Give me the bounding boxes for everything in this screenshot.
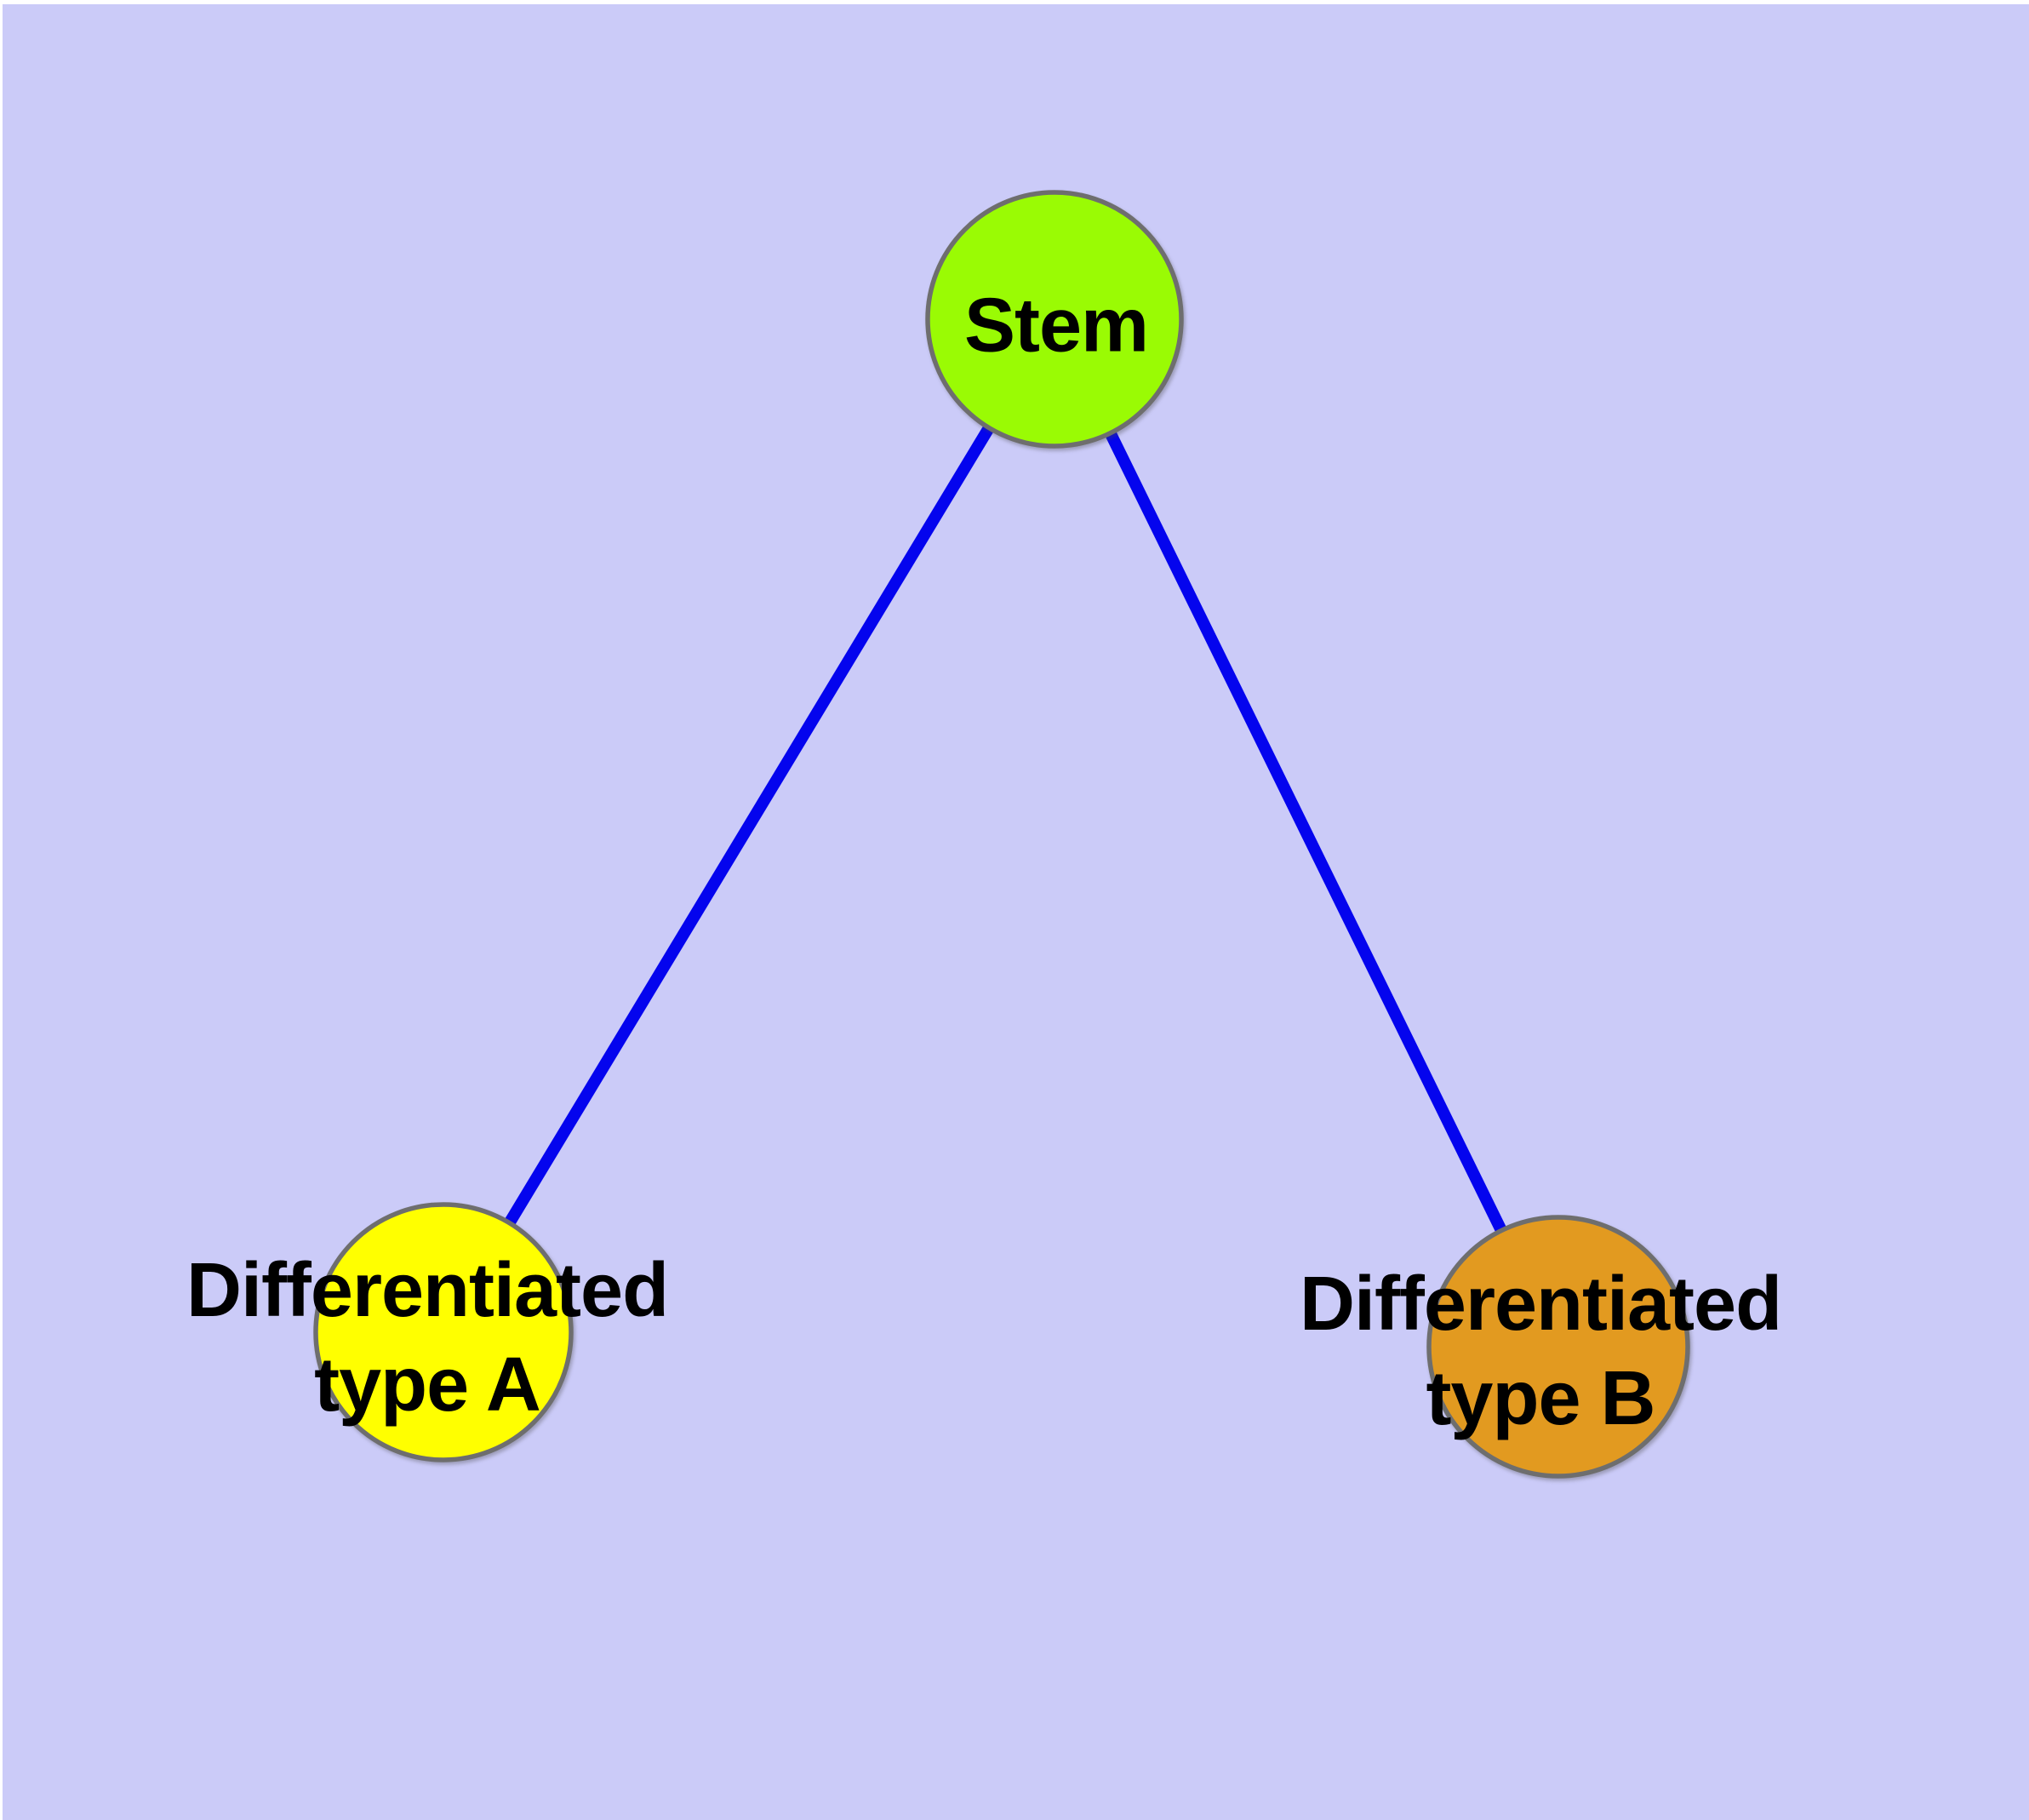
edge-stem-to-type-b — [1049, 316, 1564, 1350]
edge-stem-to-type-a — [438, 316, 1060, 1336]
diagram-canvas: Stem Differentiated type A Differentiate… — [3, 4, 2029, 1820]
node-type-a-circle — [313, 1202, 574, 1462]
node-stem-circle — [925, 190, 1184, 449]
graph-svg — [313, 190, 1690, 1479]
node-type-b-circle — [1426, 1215, 1690, 1479]
